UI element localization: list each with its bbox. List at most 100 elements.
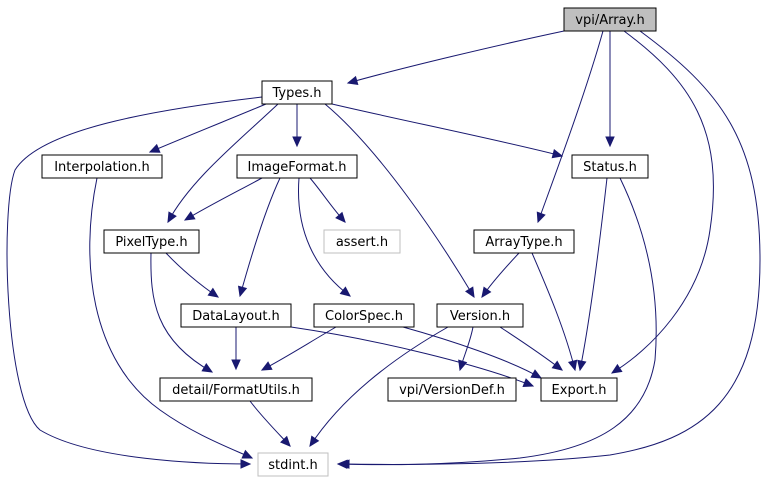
edge-array-to-export bbox=[610, 30, 714, 374]
edge-line bbox=[537, 30, 604, 223]
node-label: assert.h bbox=[336, 235, 388, 250]
arrow-head bbox=[183, 211, 196, 221]
arrow-head bbox=[231, 359, 241, 371]
edge-line bbox=[261, 326, 337, 371]
edge-types-to-status bbox=[331, 103, 564, 159]
edge-line bbox=[611, 30, 714, 374]
node-box bbox=[323, 229, 401, 254]
node-label: Types.h bbox=[271, 86, 321, 101]
edge-line bbox=[150, 252, 213, 373]
node-box bbox=[159, 377, 313, 402]
edge-version-to-export bbox=[499, 326, 563, 371]
node-interp[interactable]: Interpolation.h bbox=[41, 154, 163, 179]
node-box bbox=[103, 229, 200, 254]
edge-line bbox=[337, 177, 657, 466]
edge-imgfmt-to-assert bbox=[309, 177, 346, 223]
arrow-head bbox=[260, 361, 273, 371]
node-label: ArrayType.h bbox=[485, 235, 562, 250]
edge-line bbox=[499, 326, 563, 371]
edge-line bbox=[579, 177, 608, 371]
node-label: stdint.h bbox=[268, 458, 317, 473]
node-version[interactable]: Version.h bbox=[436, 303, 524, 328]
edge-colorspec-to-fmtutils bbox=[260, 326, 337, 371]
edge-line bbox=[402, 326, 542, 379]
edge-line bbox=[89, 177, 253, 459]
arrow-head bbox=[481, 286, 492, 299]
edge-line bbox=[165, 252, 219, 298]
arrow-head bbox=[280, 435, 291, 447]
arrow-head bbox=[530, 369, 543, 379]
arrow-head bbox=[339, 286, 351, 297]
node-types[interactable]: Types.h bbox=[261, 80, 333, 105]
edge-types-to-stdint bbox=[6, 96, 263, 469]
edge-line bbox=[324, 103, 475, 298]
node-array[interactable]: vpi/Array.h bbox=[563, 7, 657, 32]
edge-line bbox=[167, 103, 279, 223]
node-label: ImageFormat.h bbox=[248, 160, 347, 175]
edge-types-to-version bbox=[324, 103, 475, 299]
arrow-head bbox=[551, 360, 563, 371]
edge-datalayout-to-fmtutils bbox=[231, 327, 241, 371]
node-box bbox=[436, 303, 524, 328]
arrow-head bbox=[335, 211, 346, 223]
edge-array-to-status bbox=[605, 31, 615, 148]
node-box bbox=[313, 303, 415, 328]
arrow-head bbox=[346, 75, 359, 86]
node-arraytype[interactable]: ArrayType.h bbox=[473, 229, 575, 254]
arrow-head bbox=[336, 459, 348, 469]
node-datalayout[interactable]: DataLayout.h bbox=[180, 303, 292, 328]
edge-line bbox=[347, 30, 565, 84]
edge-types-to-pixtype bbox=[167, 103, 279, 224]
node-status[interactable]: Status.h bbox=[571, 154, 649, 179]
edge-line bbox=[239, 177, 281, 297]
arrow-head bbox=[237, 285, 248, 298]
edge-line bbox=[531, 252, 576, 371]
arrow-head bbox=[240, 459, 252, 469]
arrow-head bbox=[292, 136, 302, 148]
node-label: vpi/Array.h bbox=[575, 13, 644, 28]
node-imgfmt[interactable]: ImageFormat.h bbox=[236, 154, 358, 179]
edge-line bbox=[6, 96, 263, 465]
edge-fmtutils-to-stdint bbox=[249, 400, 291, 447]
arrow-head bbox=[610, 363, 623, 374]
node-label: ColorSpec.h bbox=[325, 309, 403, 324]
node-box bbox=[387, 377, 517, 402]
edge-line bbox=[184, 177, 263, 221]
node-versiondef[interactable]: vpi/VersionDef.h bbox=[387, 377, 517, 402]
node-box bbox=[236, 154, 358, 179]
node-box bbox=[540, 377, 618, 402]
arrow-head bbox=[309, 435, 320, 448]
arrow-head bbox=[465, 286, 475, 299]
node-fmtutils[interactable]: detail/FormatUtils.h bbox=[159, 377, 313, 402]
node-label: PixelType.h bbox=[115, 235, 187, 250]
node-export[interactable]: Export.h bbox=[540, 377, 618, 402]
node-label: vpi/VersionDef.h bbox=[399, 383, 505, 398]
edge-line bbox=[339, 30, 761, 465]
node-label: Status.h bbox=[583, 160, 637, 175]
edge-imgfmt-to-pixtype bbox=[183, 177, 263, 221]
node-stdint: stdint.h bbox=[257, 452, 329, 477]
node-label: Version.h bbox=[450, 309, 510, 324]
edge-array-to-arraytype bbox=[536, 30, 604, 224]
node-label: Export.h bbox=[552, 383, 607, 398]
edge-imgfmt-to-colorspec bbox=[297, 177, 351, 297]
node-label: DataLayout.h bbox=[192, 309, 280, 324]
edge-line bbox=[331, 103, 563, 157]
node-box bbox=[563, 7, 657, 32]
node-colorspec[interactable]: ColorSpec.h bbox=[313, 303, 415, 328]
node-box bbox=[257, 452, 329, 477]
arrow-head bbox=[522, 378, 535, 388]
edge-types-to-imgfmt bbox=[292, 104, 302, 148]
node-box bbox=[180, 303, 292, 328]
edges-layer bbox=[6, 30, 761, 469]
edge-line bbox=[309, 326, 449, 447]
edge-line bbox=[290, 326, 534, 387]
arrow-head bbox=[567, 359, 578, 372]
node-pixtype[interactable]: PixelType.h bbox=[103, 229, 200, 254]
edge-pixtype-to-datalayout bbox=[165, 252, 220, 298]
edge-version-to-stdint bbox=[309, 326, 449, 448]
edge-arraytype-to-version bbox=[481, 252, 520, 299]
arrow-head bbox=[536, 211, 546, 224]
node-box bbox=[473, 229, 575, 254]
